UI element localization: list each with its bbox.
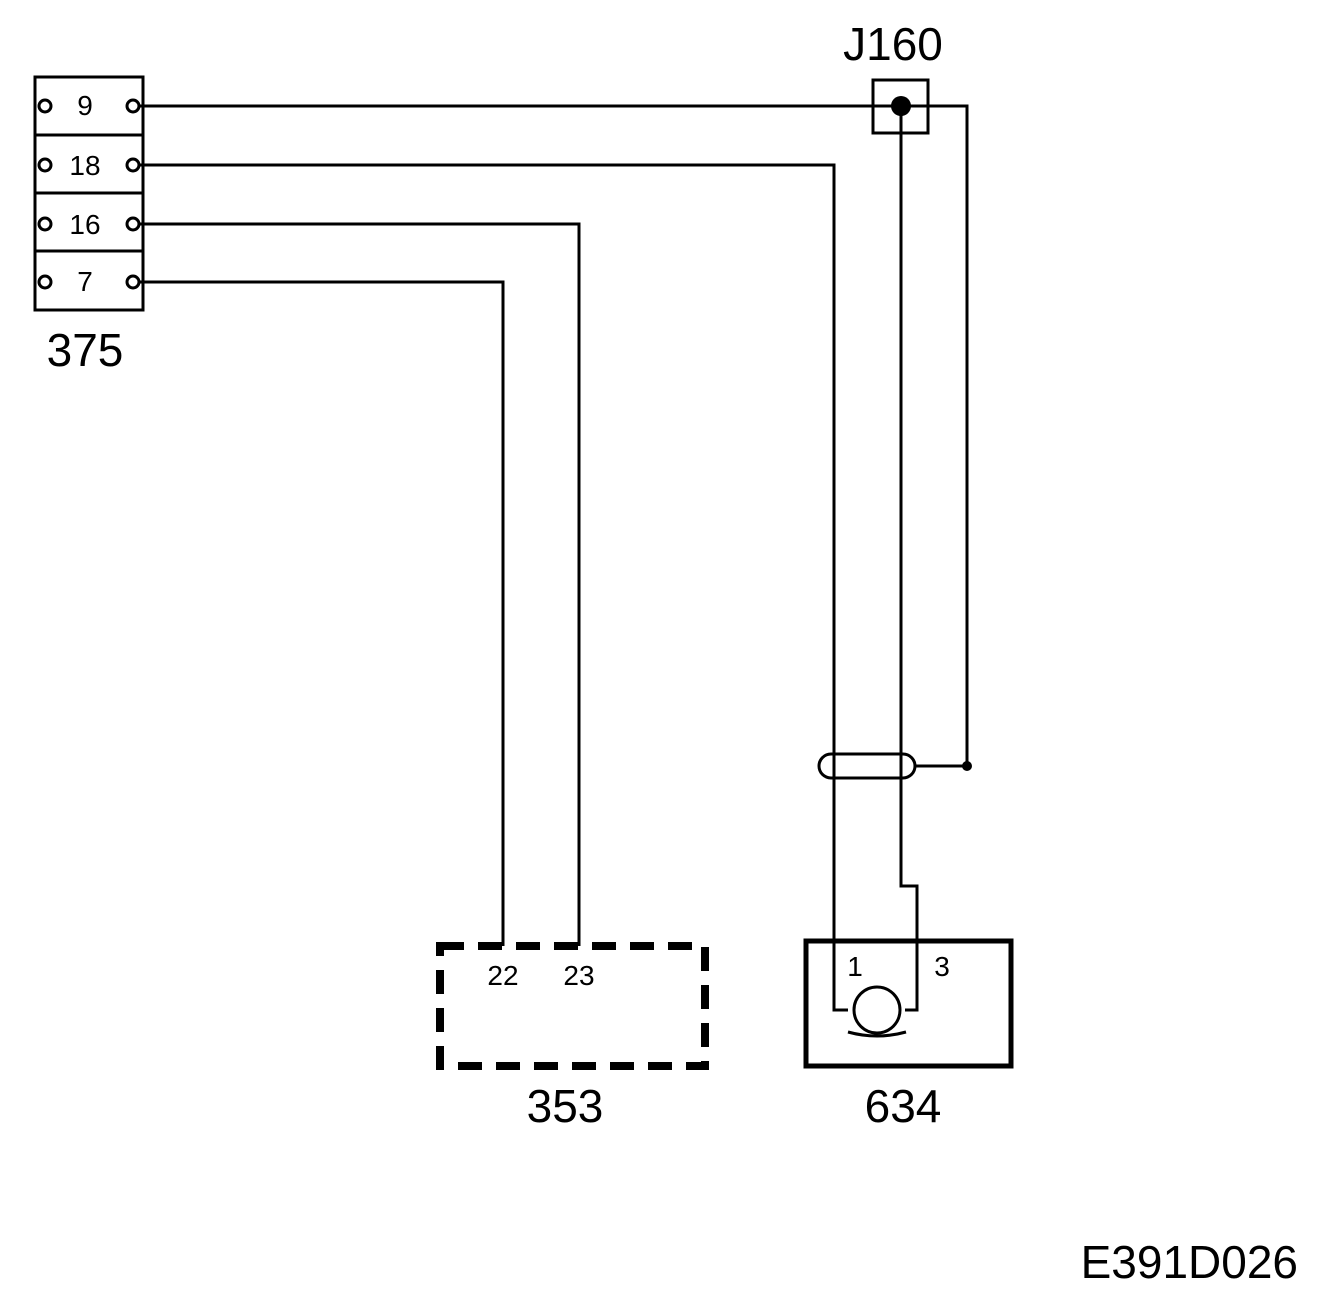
pin-label: 7: [77, 266, 93, 297]
shield-oval: [817, 752, 917, 780]
pin-label: 16: [69, 209, 100, 240]
splice-dot: [962, 761, 972, 771]
connector-375-label: 375: [47, 324, 124, 376]
junction-box: [871, 78, 930, 135]
pin-label: 23: [563, 960, 594, 991]
component-353-body: [436, 942, 709, 1070]
wire-pin-16: [139, 222, 581, 946]
terminal-left: [37, 98, 53, 114]
junction-j160: J160: [843, 18, 943, 135]
pin-label: 1: [847, 951, 863, 982]
junction-dot: [891, 96, 911, 116]
terminal-left: [37, 274, 53, 290]
wire-pin-9: [139, 104, 969, 766]
terminal-left: [37, 157, 53, 173]
junction-label: J160: [843, 18, 943, 70]
component-634: 1 3 634: [803, 938, 1014, 1132]
terminal-left: [37, 216, 53, 232]
component-634-label: 634: [865, 1080, 942, 1132]
pin-label: 22: [487, 960, 518, 991]
diagram-code: E391D026: [1081, 1236, 1298, 1288]
connector-375: 9 18 16 7 375: [33, 75, 145, 376]
component-634-body: [803, 938, 1014, 1069]
component-353: 22 23 353: [436, 942, 709, 1132]
terminal-right: [125, 157, 141, 173]
sensor-icon: [852, 985, 902, 1035]
wire-pin-7: [139, 280, 505, 946]
wire-junction-to-634: [899, 106, 919, 1012]
wire-pin-18: [139, 163, 848, 1012]
pin-label: 3: [934, 951, 950, 982]
pin-label: 9: [77, 90, 93, 121]
terminal-right: [125, 274, 141, 290]
pin-label: 18: [69, 150, 100, 181]
wires: [139, 104, 972, 1012]
cable-shield: [817, 752, 917, 780]
sensor-base-icon: [847, 1030, 907, 1038]
terminal-right: [125, 98, 141, 114]
component-353-label: 353: [527, 1080, 604, 1132]
terminal-right: [125, 216, 141, 232]
